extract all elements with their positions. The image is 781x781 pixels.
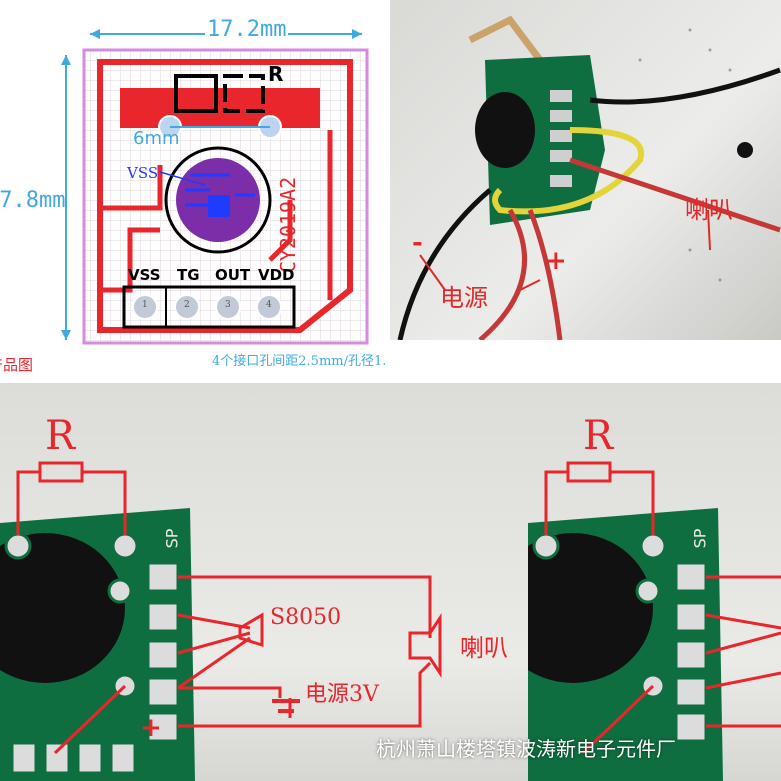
pcb-layout-drawing (61, 29, 369, 345)
pin-label-vdd: VDD (258, 266, 295, 284)
wiring-plus-label: + (140, 713, 162, 743)
pin-number-2: 2 (184, 300, 190, 310)
wiring-right-resistor-label: R (583, 413, 614, 459)
pin-number-3: 3 (225, 300, 231, 310)
wiring-power-label: 电源3V (305, 682, 379, 707)
resistor-copper (120, 88, 320, 128)
watermark-text: 杭州萧山楼塔镇波涛新电子元件厂 (376, 737, 676, 761)
pad-spacing-label: 6mm (133, 128, 180, 149)
pin-number-4: 4 (266, 300, 272, 310)
transistor-label: S8050 (270, 605, 342, 630)
product-caption: 产品图 (0, 356, 34, 374)
pin-label-vss: VSS (128, 266, 161, 284)
wiring-right-drawing (528, 461, 781, 781)
pin-number-1: 1 (142, 300, 148, 310)
pcb-drawing-panel: 17.2mm 17.8mm R 6mm VSS CY2019A2 VSS TG … (0, 0, 385, 378)
pcb-sp-marking-left: SP (162, 528, 182, 549)
spacing-note: 4个接口孔间距2.5mm/孔径1.8mm (212, 354, 385, 369)
wiring-resistor-label: R (45, 413, 76, 459)
height-dimension-label: 17.8mm (0, 188, 66, 213)
wiring-speaker-label: 喇叭 (460, 634, 508, 662)
board-outline (82, 48, 369, 345)
resistor-label: R (268, 62, 284, 86)
vss-pointer-label: VSS (127, 164, 159, 182)
wiring-left-drawing (0, 461, 442, 781)
pin-label-out: OUT (215, 266, 251, 284)
power-label: 电源 (440, 284, 488, 312)
wiring-diagram-right: R SP (528, 383, 781, 781)
minus-label: - (412, 228, 423, 258)
speaker-label: 喇叭 (685, 196, 733, 224)
wiring-diagram-left: R S8050 喇叭 电源3V + SP (0, 383, 528, 781)
wired-module-photo: - + 电源 喇叭 (390, 0, 781, 340)
pcb-sp-marking-right: SP (690, 528, 710, 549)
outer-trace (97, 59, 353, 333)
pin-pads (132, 294, 282, 320)
width-dimension-label: 17.2mm (205, 17, 289, 42)
chip-label: CY2019A2 (276, 176, 301, 274)
pin-label-tg: TG (177, 266, 200, 284)
module-photo-drawing (397, 15, 781, 340)
plus-label: + (545, 246, 567, 276)
